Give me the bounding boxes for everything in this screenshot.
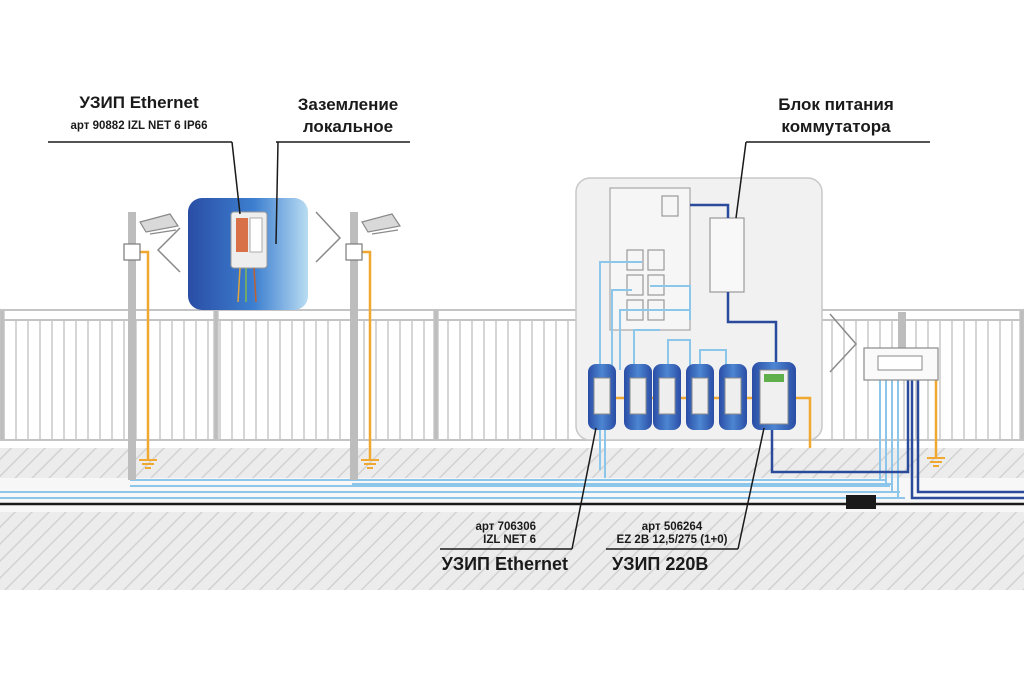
- camera-right-icon: [315, 211, 402, 263]
- local-grounding-line2: локальное: [302, 117, 394, 136]
- spd-220v-title: УЗИП 220В: [612, 554, 709, 574]
- power-cables: [0, 203, 1024, 509]
- fence: [0, 309, 1024, 441]
- network-box: [829, 312, 939, 381]
- leader-lines: [48, 141, 930, 550]
- spd-220v-article-2: EZ 2В 12,5/275 (1+0): [616, 534, 728, 546]
- camera-pole-right: [345, 212, 363, 480]
- switch-power-supply-unit: [709, 217, 745, 293]
- ethernet-spd-junction-box: [188, 198, 308, 310]
- local-grounding-line1: Заземление: [297, 95, 399, 114]
- spd-module-row: [588, 362, 796, 430]
- spd-ethernet-bottom-title: УЗИП Ethernet: [441, 554, 568, 574]
- power-supply-line2: коммутатора: [781, 117, 891, 136]
- spd-220v-article-1: арт 506264: [641, 521, 703, 533]
- spd-ethernet-bottom-article-2: IZL NET 6: [483, 534, 536, 546]
- power-supply-line1: Блок питания: [778, 95, 894, 114]
- spd-ethernet-bottom-article-1: арт 706306: [475, 521, 536, 533]
- camera-left-icon: [139, 213, 181, 273]
- spd-ethernet-top-title: УЗИП Ethernet: [79, 93, 199, 112]
- camera-pole-left: [123, 212, 141, 480]
- spd-ethernet-top-article: арт 90882 IZL NET 6 IP66: [70, 120, 208, 132]
